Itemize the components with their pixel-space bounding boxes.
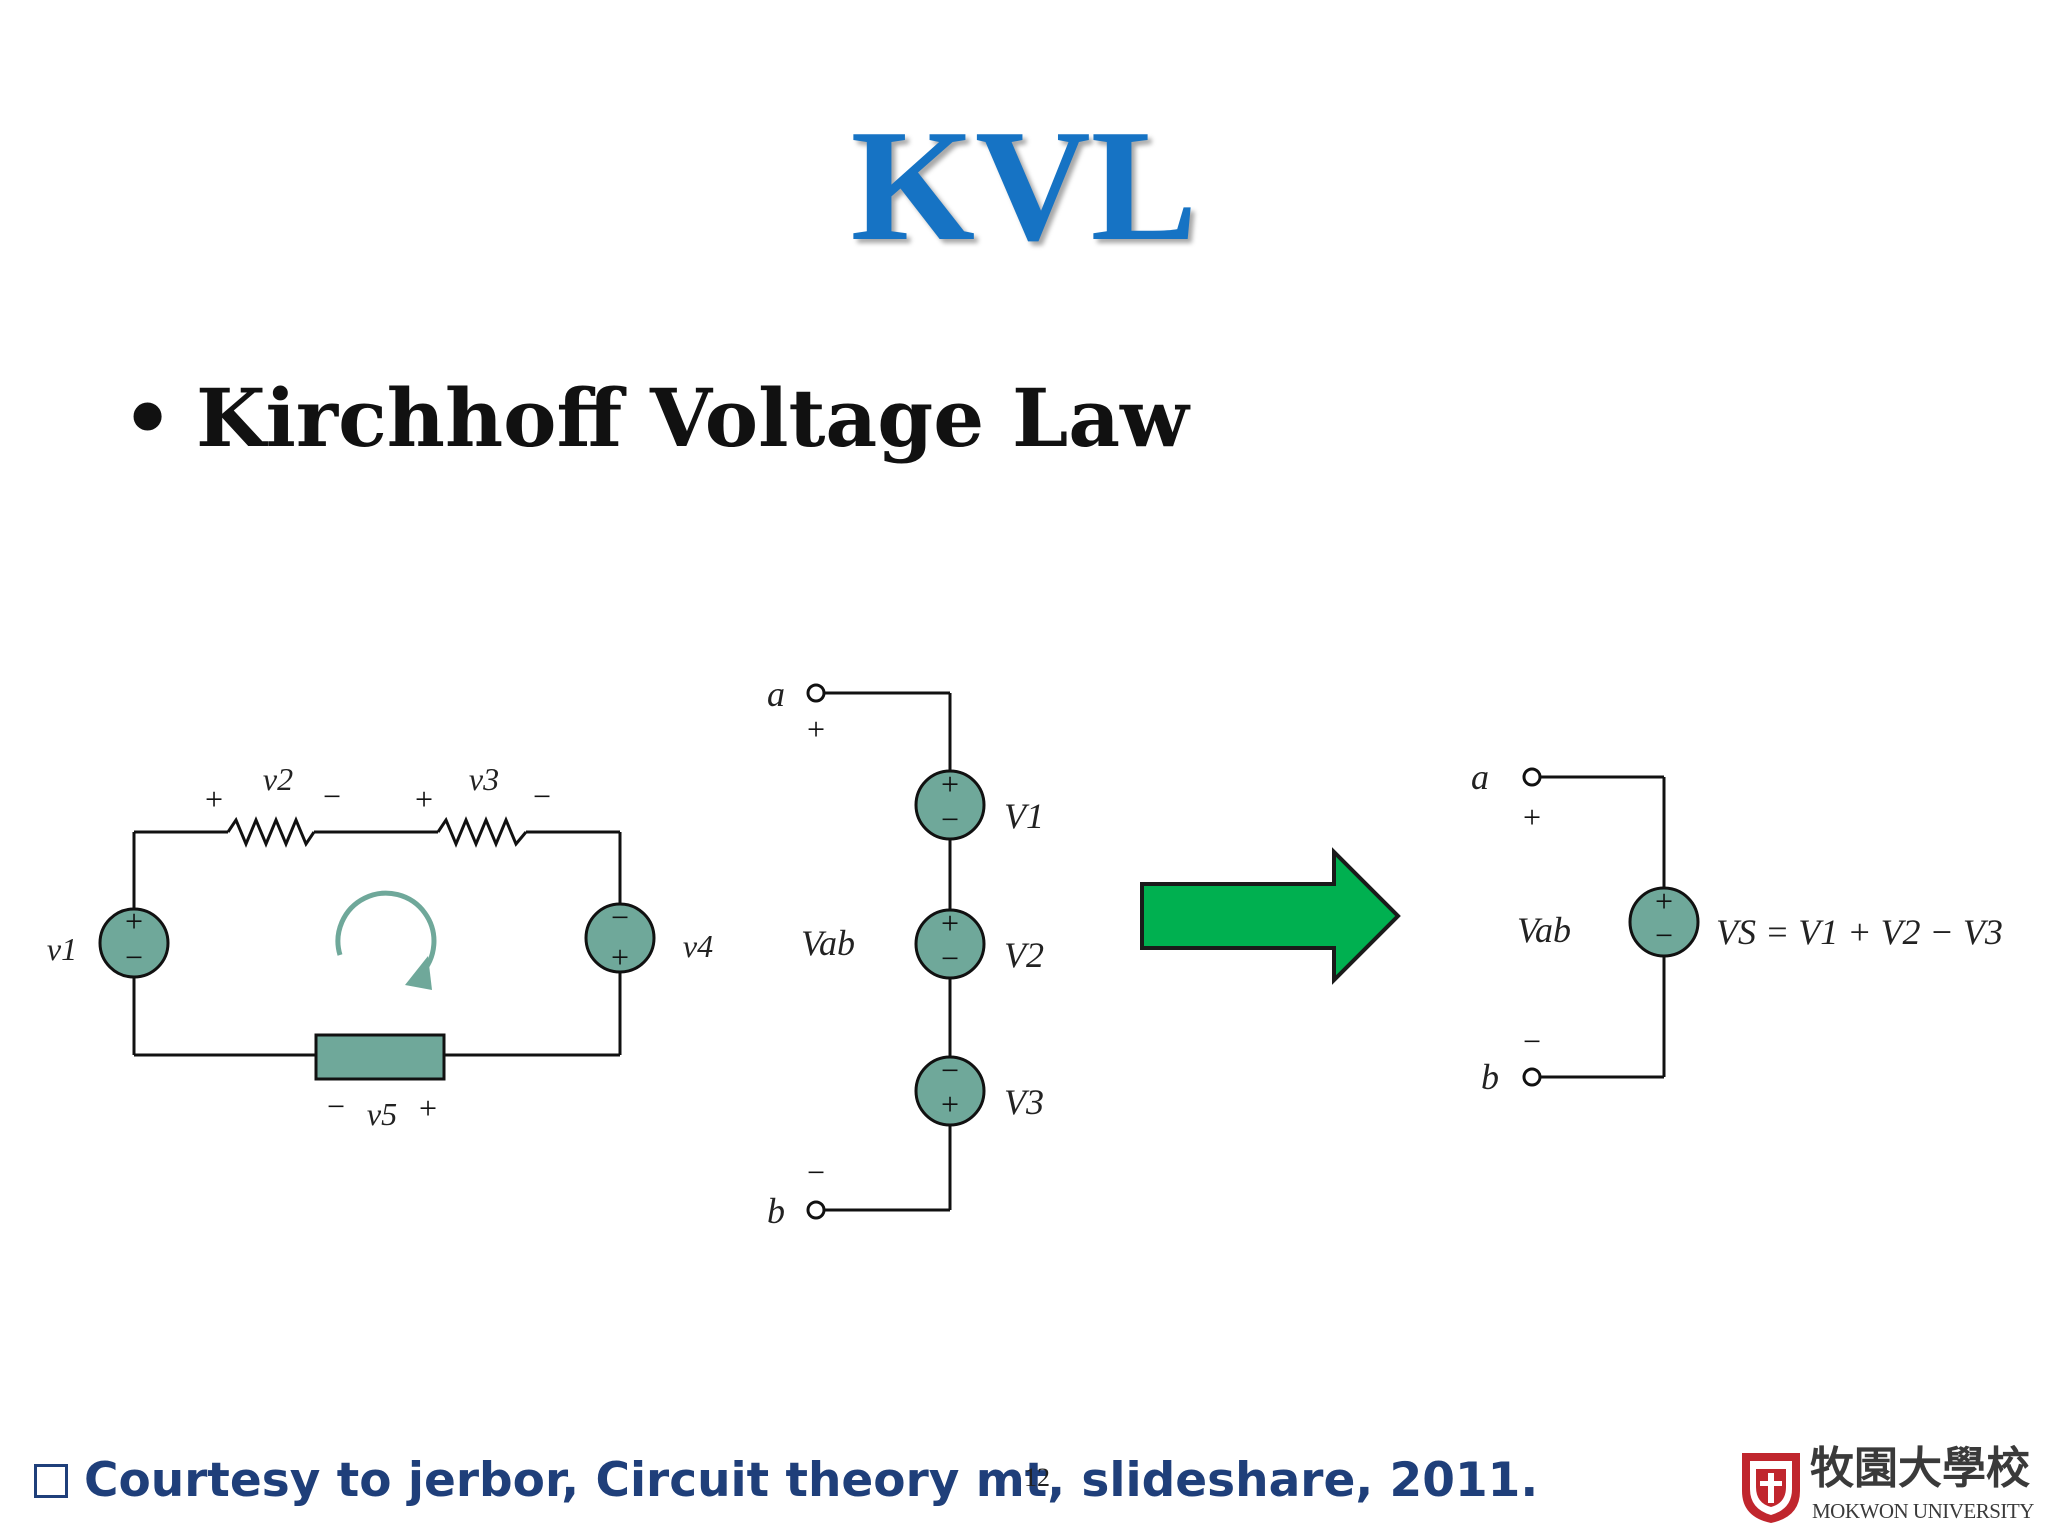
footer-citation: Courtesy to jerbor, Circuit theory mt, s… [34,1457,1538,1504]
element-v5 [314,1033,446,1081]
bullet-dot-icon: • [122,371,174,465]
checkbox-square-icon [34,1464,68,1498]
V1-label: V1 [1004,796,1044,836]
v5-plus: + [419,1090,437,1126]
v3-minus: − [533,778,551,814]
eq-terminal-a [1522,767,1542,787]
V2-plus: + [941,905,959,941]
loop-direction-arrow [335,890,437,977]
VS-plus: + [1655,883,1673,919]
eq-node-a-label: a [1471,757,1489,797]
a-plus: + [807,711,825,747]
V3-minus: − [941,1052,959,1088]
resistor-v3 [436,816,528,848]
source-v1 [98,907,170,979]
kvl-diagram: + − − + + − + − − + v1 v2 v3 v4 v5 [47,674,2003,1231]
logo-name-cn: 牧園大學校 [1810,1443,2030,1494]
circuit-loop [132,816,622,1057]
eq-node-b-label: b [1481,1057,1499,1097]
loop-arrow-head [405,956,432,990]
v2-plus: + [205,781,223,817]
eq-terminal-b [1522,1067,1542,1087]
VS-minus: − [1655,917,1673,953]
terminal-a [806,683,826,703]
V3-label: V3 [1004,1082,1044,1122]
source-VS [1628,886,1700,958]
v4-plus: + [611,939,629,975]
equivalence-arrow [1140,847,1401,985]
node-b-label: b [767,1191,785,1231]
eq-a-plus: + [1523,799,1541,835]
source-v4 [584,902,656,974]
terminal-b [806,1200,826,1220]
logo-name-en: MOKWON UNIVERSITY [1812,1499,2034,1523]
v1-plus: + [125,903,143,939]
node-a-label: a [767,674,785,714]
bullet-text: Kirchhoff Voltage Law [196,371,1189,465]
bullet-item: •Kirchhoff Voltage Law [122,378,1189,458]
v1-minus: − [125,939,143,975]
eq-b-minus: − [1523,1023,1541,1059]
page-number: 12 [1024,1463,1050,1492]
label-v2: v2 [263,761,293,797]
b-minus: − [807,1154,825,1190]
source-V2 [914,908,986,980]
label-v4: v4 [683,928,713,964]
series-sources-circuit [806,683,952,1220]
resistor-v2 [226,816,316,848]
V1-plus: + [941,766,959,802]
equivalent-circuit [1522,767,1666,1087]
vab-label: Vab [801,923,855,963]
v3-plus: + [415,781,433,817]
v5-minus: − [327,1088,345,1124]
V1-minus: − [941,801,959,837]
label-v3: v3 [469,761,499,797]
V3-plus: + [941,1086,959,1122]
v2-minus: − [323,778,341,814]
source-V1 [914,769,986,841]
label-v1: v1 [47,931,77,967]
university-emblem-icon [1742,1453,1800,1523]
university-logo: 牧園大學校 MOKWON UNIVERSITY [1738,1447,2038,1527]
vs-equation: VS = V1 + V2 − V3 [1716,912,2003,952]
label-v5: v5 [367,1096,397,1132]
V2-label: V2 [1004,935,1044,975]
footer-text: Courtesy to jerbor, Circuit theory mt, s… [84,1453,1539,1508]
eq-vab-label: Vab [1517,910,1571,950]
v4-minus: − [611,899,629,935]
source-V3 [914,1055,986,1127]
V2-minus: − [941,940,959,976]
slide-title: KVL [850,96,1198,274]
